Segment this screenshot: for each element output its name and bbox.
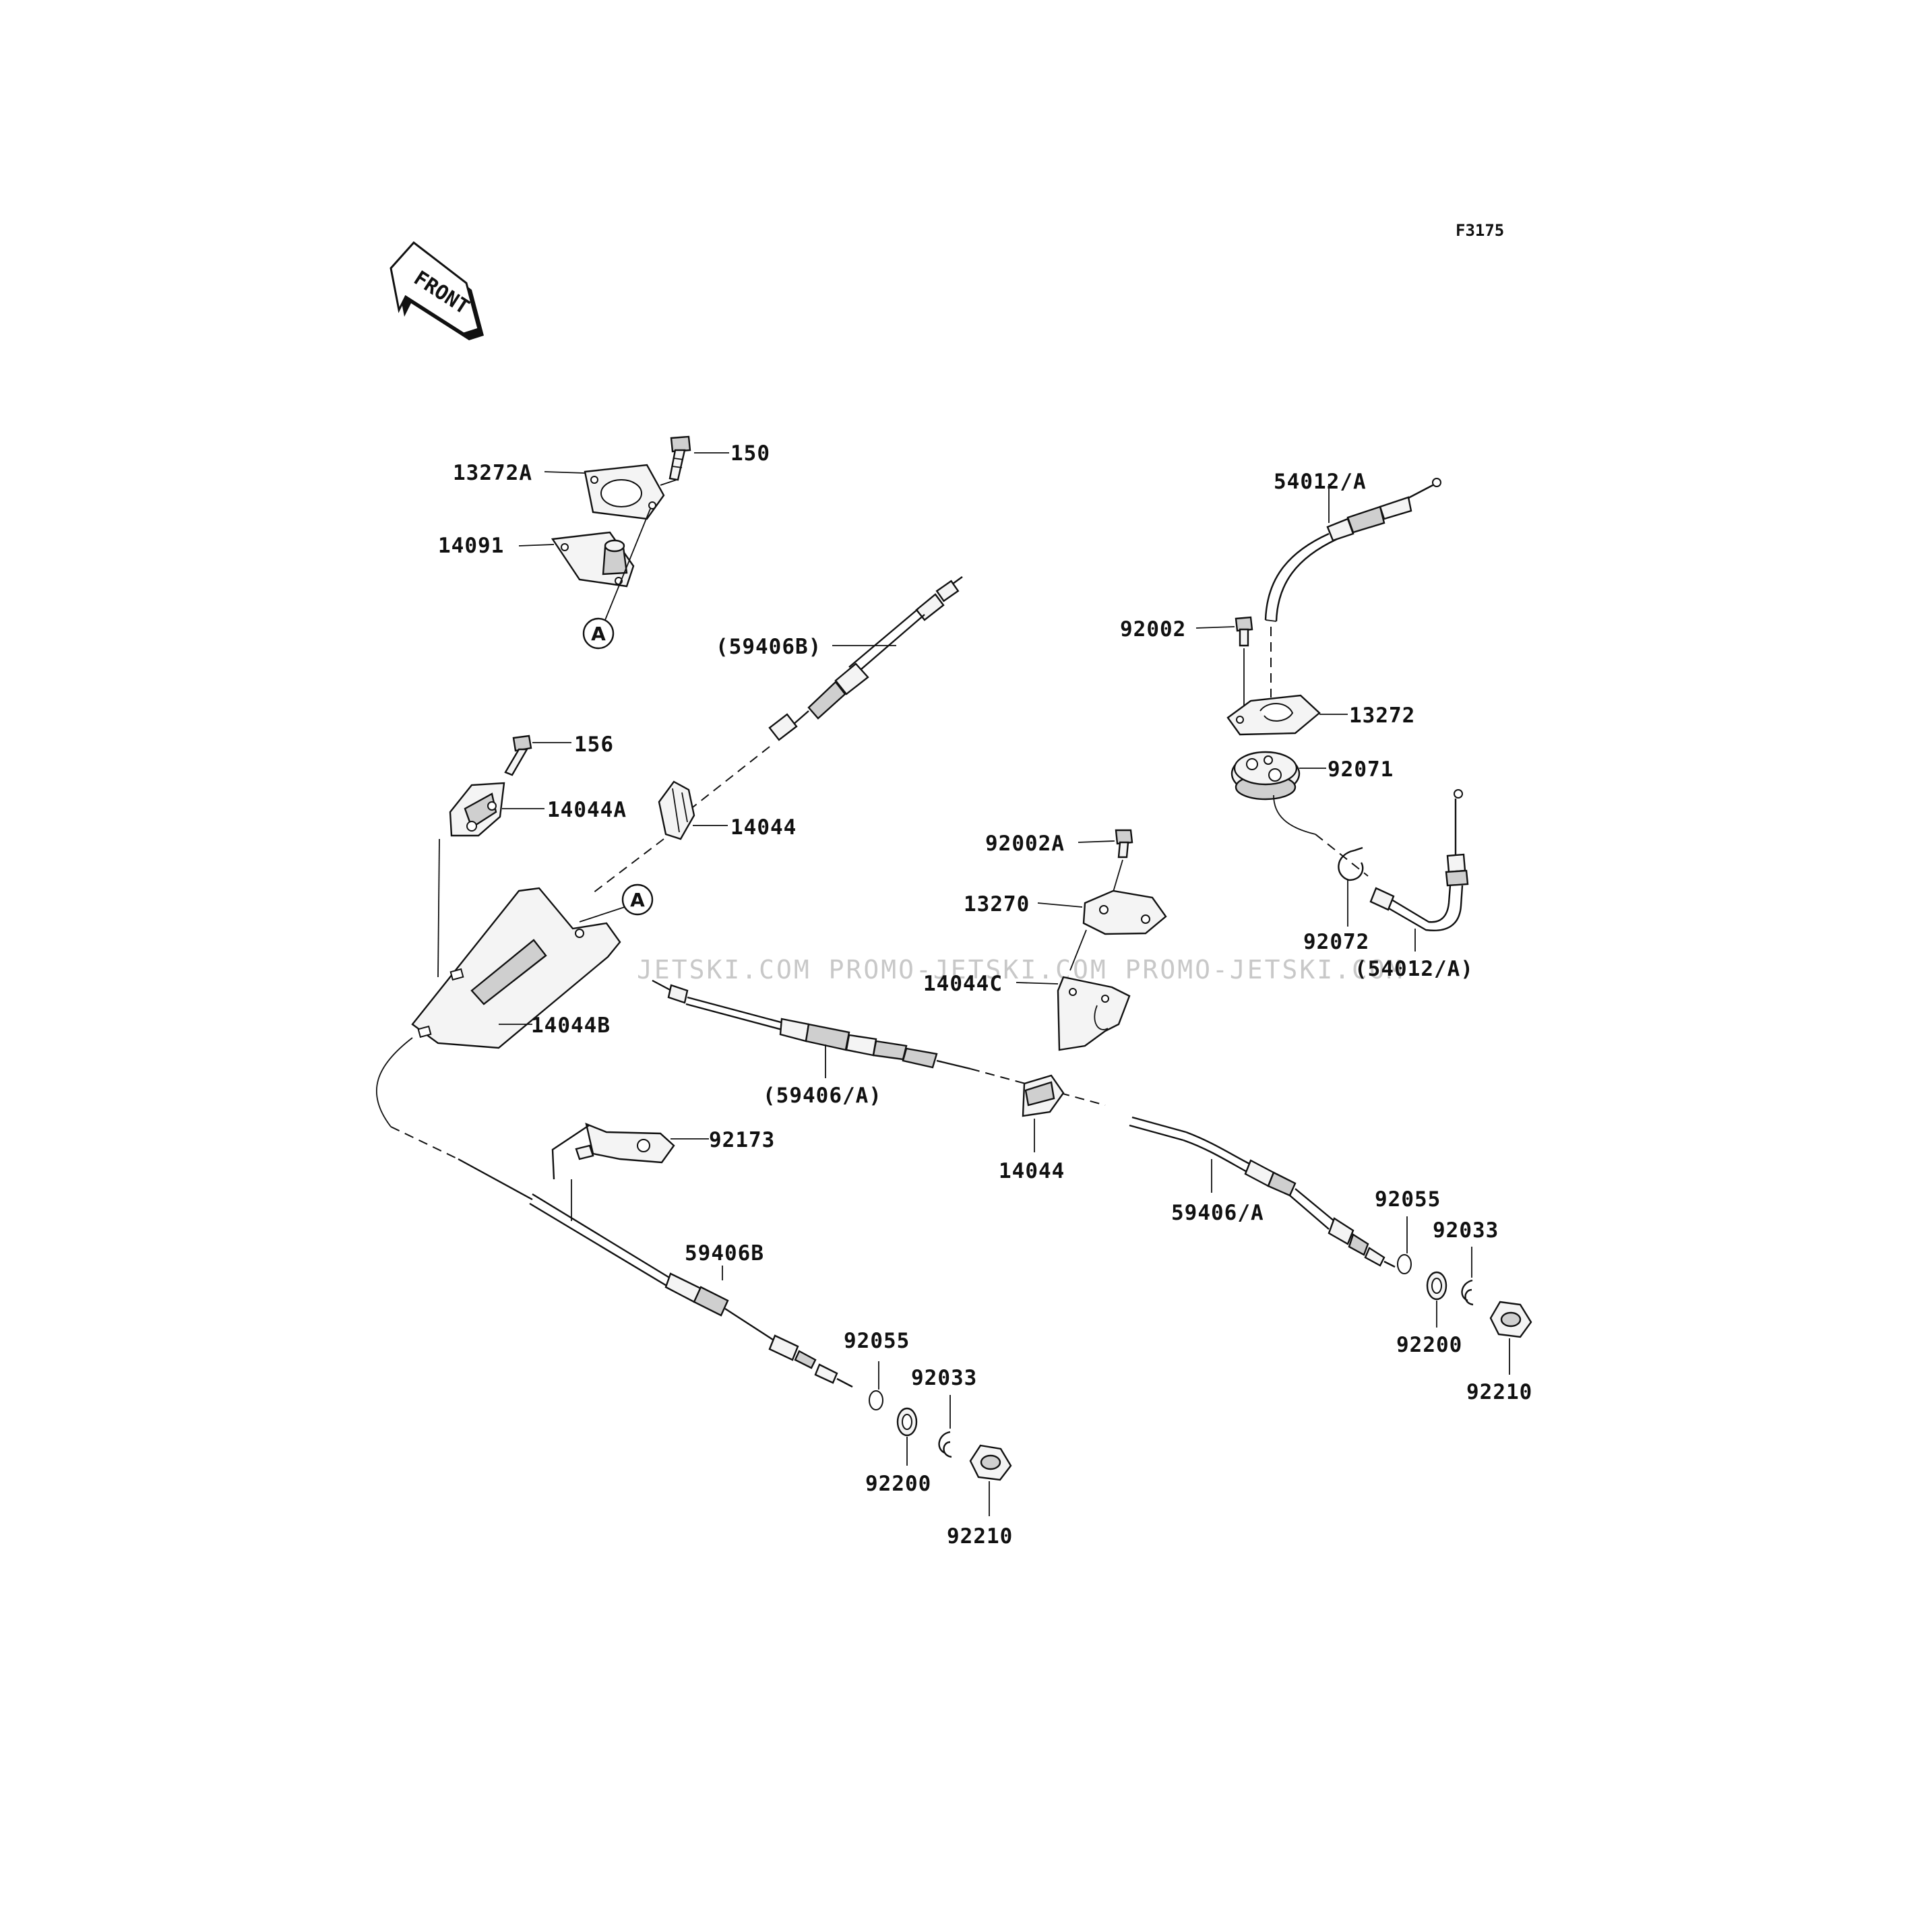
label-54012A-paren: (54012/A): [1354, 957, 1474, 981]
part-92071-grommet: [1230, 751, 1301, 801]
label-54012A: 54012/A: [1274, 470, 1367, 494]
label-92002A: 92002A: [985, 832, 1065, 856]
front-arrow-icon: FRONT: [389, 241, 484, 340]
part-92210-nut-left: [969, 1444, 1012, 1481]
label-92200-right: 92200: [1396, 1333, 1462, 1357]
part-92055-o-ring-left: [869, 1390, 883, 1410]
watermark: JETSKI.COM PROMO-JETSKI.COM PROMO-JETSKI…: [637, 955, 1404, 985]
part-14044-clip-upper: [658, 780, 695, 840]
label-92055-right: 92055: [1375, 1187, 1441, 1212]
figure-code: F3175: [1456, 221, 1504, 240]
label-92210-right: 92210: [1466, 1380, 1532, 1404]
part-14044-clip-middle: [1022, 1074, 1065, 1117]
label-14044C: 14044C: [923, 972, 1003, 996]
label-59406B: 59406B: [685, 1241, 764, 1266]
label-14044B: 14044B: [531, 1014, 611, 1038]
part-59406B-cable-upper: [768, 576, 963, 741]
part-14044C-clip: [1057, 976, 1131, 1051]
label-92210-left: 92210: [947, 1524, 1013, 1549]
part-92210-nut-right: [1489, 1301, 1532, 1338]
part-92002A-bolt: [1115, 829, 1133, 859]
reference-marker-a-upper-label: A: [591, 623, 606, 645]
part-54012A-cable: [1264, 478, 1441, 622]
reference-marker-a-lower: A: [621, 883, 654, 916]
label-92033-right: 92033: [1433, 1218, 1499, 1243]
part-92200-washer-right: [1426, 1271, 1447, 1301]
label-92055-left: 92055: [844, 1329, 910, 1353]
label-14091: 14091: [438, 534, 504, 558]
label-13270: 13270: [964, 892, 1030, 916]
part-59406A-cable-right: [1129, 1116, 1396, 1268]
label-92002: 92002: [1120, 617, 1186, 642]
label-14044A: 14044A: [547, 798, 627, 822]
part-156-bolt: [504, 735, 532, 776]
part-92173-bracket: [551, 1123, 675, 1180]
label-59406B-paren: (59406B): [716, 635, 821, 659]
label-92071: 92071: [1328, 757, 1394, 782]
label-13272A: 13272A: [453, 461, 532, 485]
part-13270-plate: [1082, 890, 1167, 935]
label-59406A-paren: (59406/A): [763, 1084, 882, 1108]
part-150-bolt: [668, 435, 691, 481]
label-92200-left: 92200: [865, 1472, 931, 1496]
label-150: 150: [730, 441, 770, 466]
label-156: 156: [574, 733, 614, 757]
part-54012A-cable-lower: [1369, 789, 1469, 931]
part-59406A-cable-middle: [652, 979, 971, 1070]
part-92200-washer-left: [896, 1407, 918, 1437]
part-14044B-bracket: [411, 887, 621, 1049]
reference-marker-a-upper: A: [582, 617, 615, 650]
part-92002-bolt: [1235, 616, 1253, 647]
label-92173: 92173: [709, 1128, 775, 1152]
part-13272A-plate: [584, 464, 665, 520]
label-92072: 92072: [1303, 930, 1369, 954]
label-14044-middle: 14044: [999, 1159, 1065, 1183]
part-59406B-cable-lower: [458, 1158, 853, 1388]
part-14044A-clamp: [449, 782, 505, 837]
part-13272-plate: [1226, 694, 1321, 736]
part-92055-o-ring-right: [1397, 1254, 1412, 1274]
label-13272: 13272: [1349, 704, 1415, 728]
reference-marker-a-lower-label: A: [630, 889, 645, 911]
part-92033-circlip-right: [1461, 1279, 1474, 1306]
label-92033-left: 92033: [911, 1366, 977, 1390]
part-92033-circlip-left: [938, 1431, 952, 1458]
label-14044-upper: 14044: [730, 815, 797, 840]
label-59406A: 59406/A: [1171, 1201, 1264, 1225]
part-14091-housing: [551, 531, 635, 588]
part-92072-clip: [1338, 846, 1364, 881]
